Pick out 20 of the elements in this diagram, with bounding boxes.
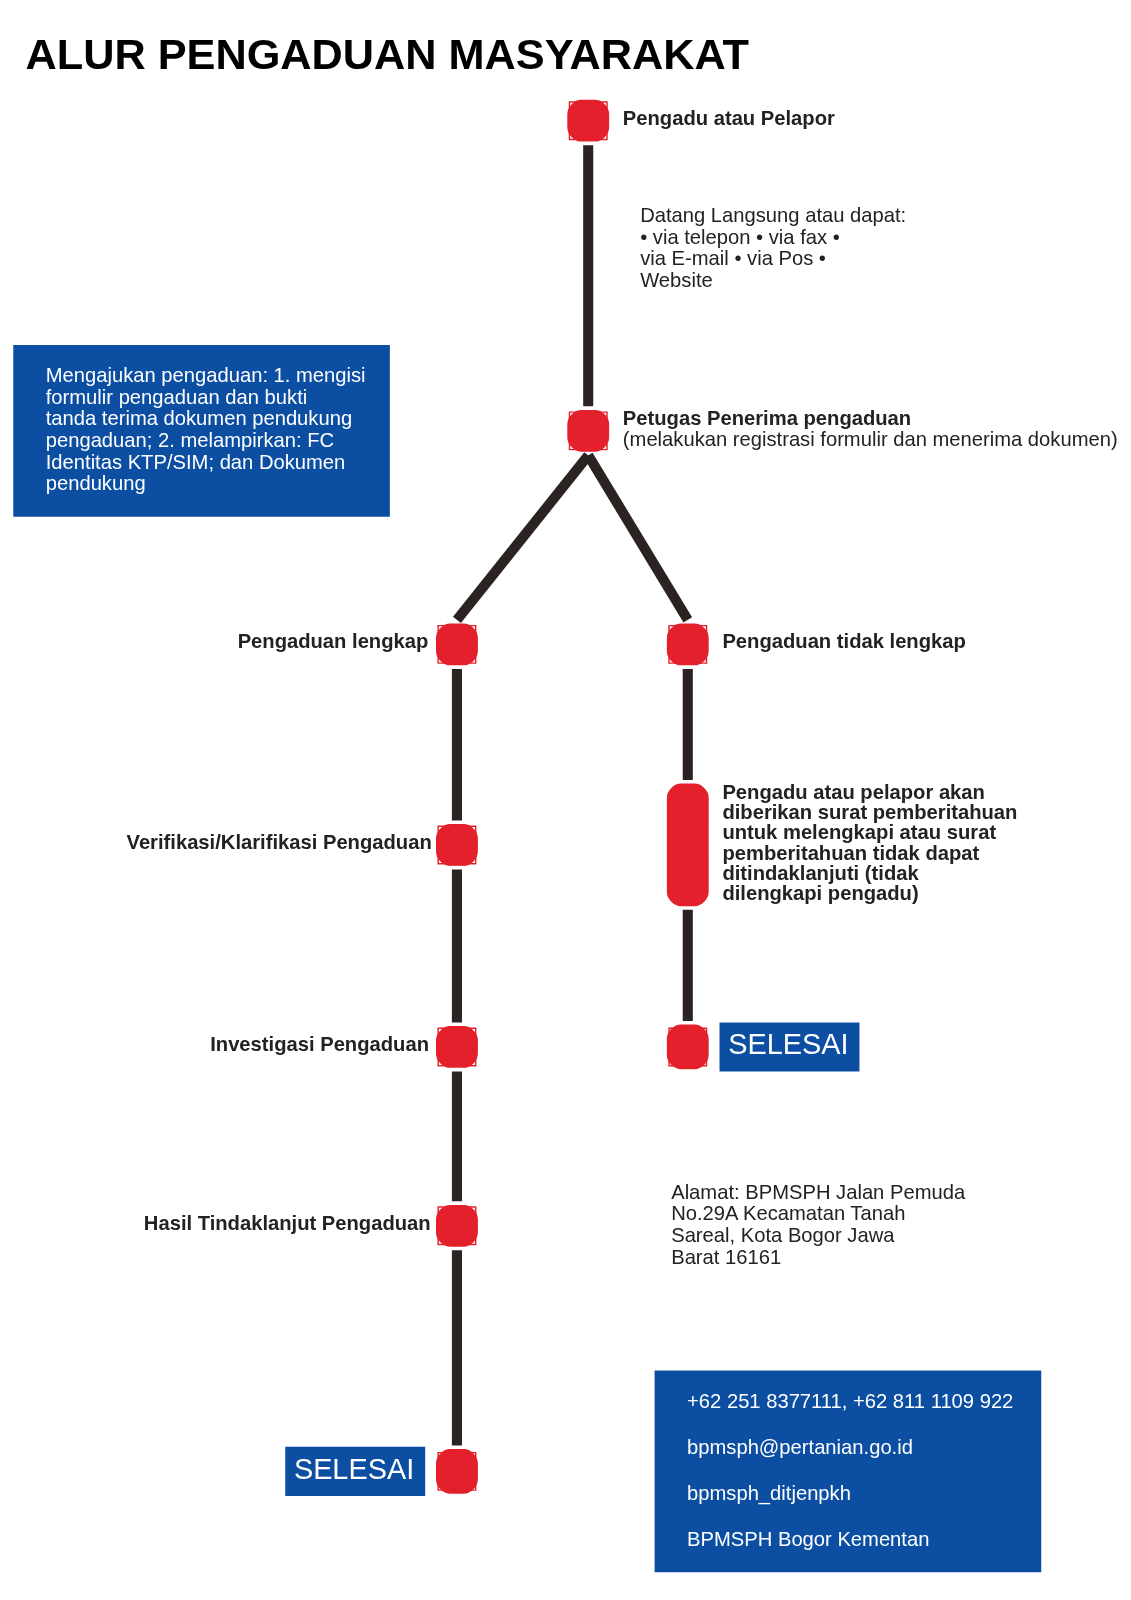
node-label: Investigasi Pengaduan <box>210 1032 429 1055</box>
node-label: Petugas Penerima pengaduan <box>622 406 912 429</box>
connector <box>451 668 462 820</box>
edge-label: Datang Langsung atau dapat: • via telepon • via fax • via E-mail • via Pos • Website <box>640 203 907 291</box>
connector <box>682 668 693 780</box>
diagram-title: ALUR PENGADUAN MASYARAKAT <box>25 29 750 78</box>
connector <box>451 868 462 1022</box>
node-label: Pengadu atau pelapor akan diberikan surat pemberitahuan untuk melengkapi atau surat pemberitahuan tidak dapat ditindaklanjuti (tidak dilengkapi pengadu) <box>722 780 1018 904</box>
node-label: Pengadu atau Pelapor <box>622 106 835 129</box>
node-box: Mengajukan pengaduan: 1. mengisi formulir pengaduan dan bukti tanda terima dokumen pendukung pengaduan; 2. melampirkan: FC Identitas KTP/SIM; dan Dokumen pendukung <box>13 344 390 517</box>
node-label: Verifikasi/Klarifikasi Pengaduan <box>126 830 432 853</box>
connector <box>583 144 594 406</box>
connector <box>451 1070 462 1201</box>
node-label: Hasil Tindaklanjut Pengaduan <box>143 1211 431 1234</box>
connector <box>451 1249 462 1445</box>
node-box: +62 251 8377111, +62 811 1109 922 bpmsph@pertanian.go.id bpmsph_ditjenpkh BPMSPH Bogor Kementan <box>654 1370 1042 1572</box>
label: Alamat: BPMSPH Jalan Pemuda No.29A Kecamatan Tanah Sareal, Kota Bogor Jawa Barat 16161 <box>671 1180 966 1268</box>
node-label: Pengaduan tidak lengkap <box>722 629 966 652</box>
node-label: Pengaduan lengkap <box>237 629 429 652</box>
connector <box>682 909 693 1021</box>
